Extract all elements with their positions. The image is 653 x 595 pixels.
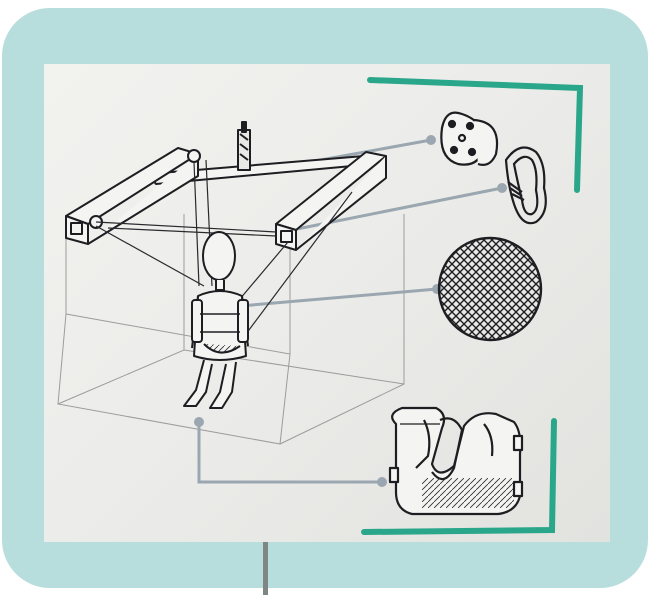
ceiling-gantry-frame xyxy=(66,122,386,250)
connector-stem xyxy=(263,538,268,595)
pulley-block-detail xyxy=(441,113,497,165)
sketch-photo xyxy=(44,64,610,542)
mesh-net-detail xyxy=(439,238,541,340)
child-in-suspension-harness xyxy=(184,232,248,408)
carabiner-detail xyxy=(506,148,546,224)
padded-seat-detail xyxy=(390,408,522,514)
